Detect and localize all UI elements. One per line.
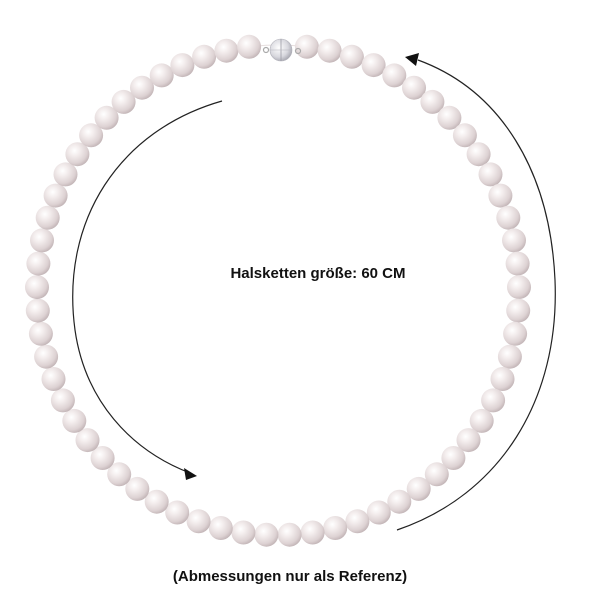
pearl <box>424 462 449 487</box>
pearl <box>94 105 119 130</box>
left-arrow <box>72 100 223 480</box>
pearl <box>317 38 342 63</box>
pearl <box>25 275 49 300</box>
pearl <box>505 251 530 276</box>
reference-note: (Abmessungen nur als Referenz) <box>172 568 408 585</box>
pearl <box>323 516 348 540</box>
pearl <box>75 428 100 453</box>
pearl <box>456 428 481 453</box>
pearl <box>26 251 51 276</box>
right-arrow <box>396 53 556 531</box>
pearl <box>339 44 364 69</box>
pearl <box>43 183 68 208</box>
pearl <box>466 142 491 167</box>
pearl <box>469 408 494 433</box>
pearl <box>90 446 115 470</box>
pearl <box>25 298 50 323</box>
pearl <box>488 183 513 208</box>
pearl <box>30 228 54 253</box>
pearl <box>437 105 462 130</box>
pearl <box>170 53 195 78</box>
pearl <box>186 509 211 534</box>
pearl <box>65 142 90 167</box>
pearl <box>382 63 407 88</box>
pearl <box>125 476 150 501</box>
pearl <box>62 408 87 433</box>
pearl <box>130 75 154 100</box>
pearl <box>34 344 59 369</box>
pearl <box>478 162 503 187</box>
pearl <box>50 388 75 413</box>
pearl <box>420 89 445 114</box>
pearl <box>28 321 53 346</box>
pearl <box>490 367 515 391</box>
pearl <box>387 489 412 514</box>
pearl <box>144 489 169 514</box>
necklace-size-label: Halsketten größe: 60 CM <box>230 265 406 282</box>
pearl <box>503 321 528 346</box>
pearl <box>496 205 521 230</box>
pearl <box>111 89 136 114</box>
pearl <box>192 44 217 69</box>
pearl <box>294 34 319 59</box>
pearl <box>366 500 391 525</box>
pearl <box>502 228 526 253</box>
pearl <box>53 162 78 187</box>
pearl <box>441 446 466 470</box>
pearl <box>277 522 302 547</box>
pearl <box>107 462 132 487</box>
pearl <box>237 34 262 59</box>
pearl <box>231 520 256 545</box>
pearl <box>165 500 190 525</box>
pearl <box>79 123 104 148</box>
pearl <box>208 516 233 540</box>
pearl <box>406 476 431 501</box>
pearl <box>345 509 370 534</box>
pearl <box>481 388 506 413</box>
pearl <box>35 205 60 230</box>
pearl <box>506 298 531 323</box>
pearl <box>214 38 239 63</box>
clasp-icon <box>262 38 302 62</box>
pearl <box>149 63 174 88</box>
pearl <box>507 275 531 300</box>
pearl <box>254 522 279 547</box>
pearl <box>497 344 522 369</box>
pearl <box>402 75 426 100</box>
pearl <box>41 367 66 391</box>
pearl-strand <box>25 34 531 547</box>
pearl <box>452 123 477 148</box>
pearl <box>361 53 386 78</box>
pearl <box>300 520 325 545</box>
